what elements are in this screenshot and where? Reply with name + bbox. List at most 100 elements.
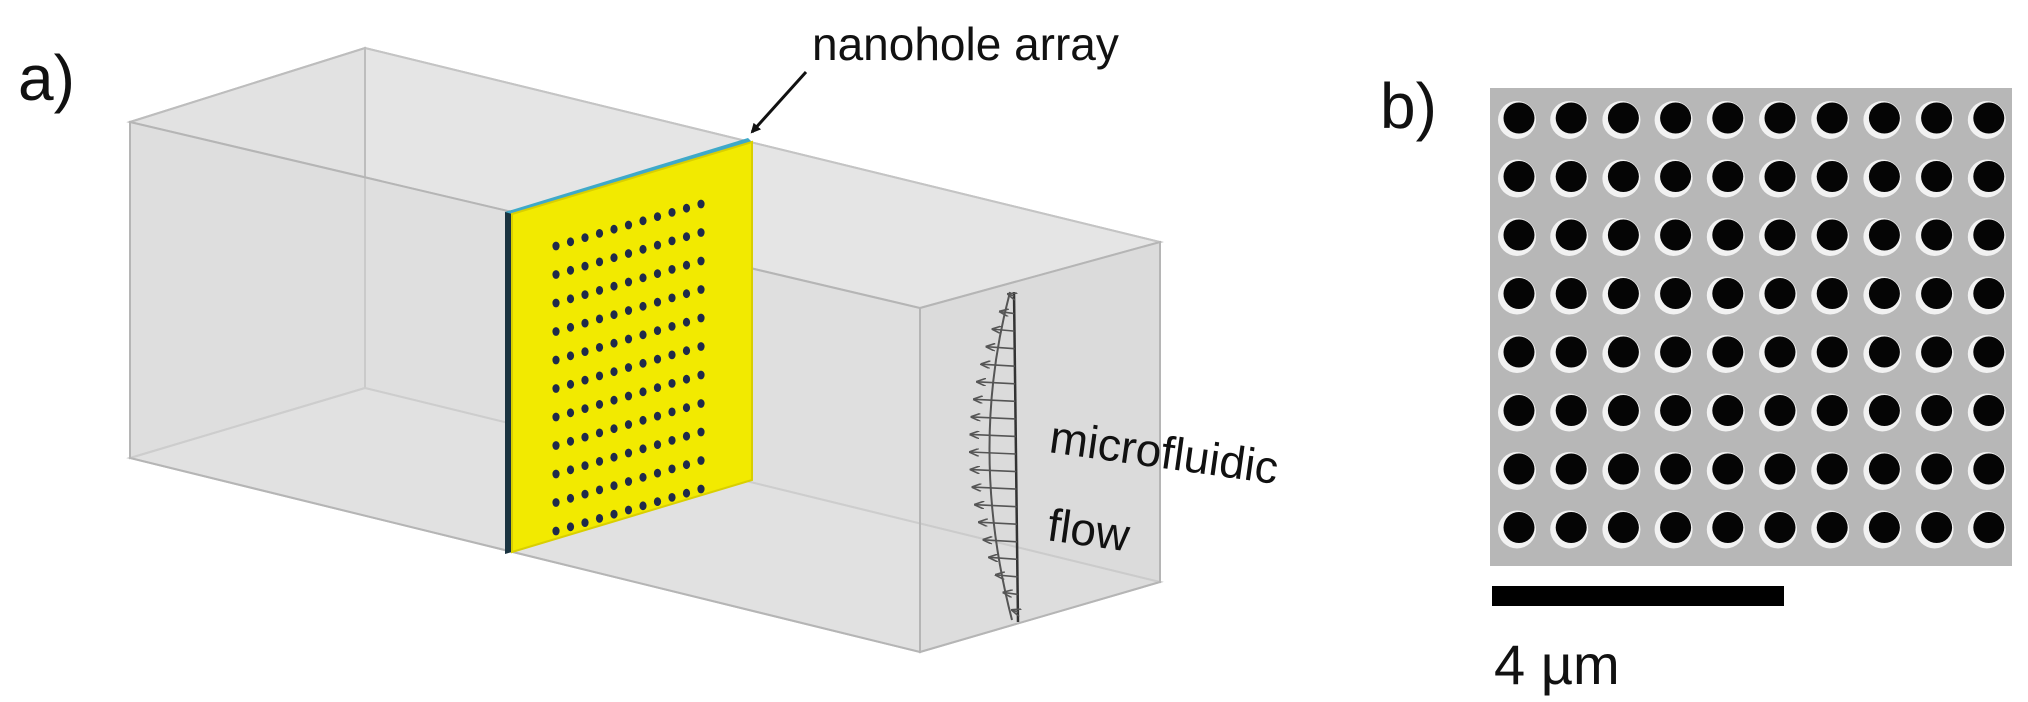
chip-nanohole	[566, 522, 575, 532]
chip-nanohole	[697, 256, 705, 266]
chip-nanohole	[697, 456, 705, 465]
sem-hole	[1555, 336, 1587, 368]
chip-nanohole	[697, 199, 705, 209]
sem-hole	[1712, 453, 1744, 485]
chip-nanohole	[682, 260, 691, 270]
channel-end-face	[919, 240, 1161, 654]
chip-nanohole	[552, 412, 560, 422]
flow-arrow	[970, 434, 1016, 436]
flow-arrow	[989, 557, 1018, 559]
sem-hole	[1660, 336, 1692, 368]
flow-arrow	[981, 364, 1015, 366]
chip-nanohole	[624, 477, 633, 486]
chip-nanohole	[668, 436, 676, 445]
chip-nanohole	[552, 384, 560, 393]
sem-hole-grid	[1498, 101, 2006, 549]
sem-hole	[1660, 102, 1692, 134]
sem-hole	[1816, 395, 1848, 426]
panel-b-label: b)	[1380, 70, 1437, 142]
sem-hole	[1816, 219, 1848, 251]
chip-nanohole	[595, 485, 604, 495]
sem-hole	[1607, 278, 1639, 309]
sem-hole	[1764, 102, 1796, 134]
chip-nanohole	[610, 338, 618, 348]
panel-a-label: a)	[18, 42, 75, 114]
chip-nanohole	[624, 448, 633, 458]
sem-hole	[1764, 219, 1796, 251]
sem-hole	[1503, 512, 1535, 543]
sem-hole	[1607, 395, 1639, 426]
chip-nanohole	[624, 306, 633, 315]
flow-profile-axis	[1012, 291, 1020, 623]
chip-nanohole	[668, 208, 676, 217]
sem-hole	[1868, 453, 1900, 485]
chip-nanohole	[566, 379, 575, 389]
chip-nanohole	[639, 301, 647, 311]
chip-nanohole	[610, 310, 618, 320]
chip-nanohole	[624, 277, 633, 287]
chip-nanohole	[668, 379, 676, 388]
chip-nanohole	[639, 387, 647, 397]
array-callout-label: nanohole array	[812, 18, 1119, 70]
chip-nanohole	[653, 326, 662, 335]
chip-nanohole	[610, 224, 618, 234]
sem-hole	[1868, 219, 1900, 251]
sem-hole	[1660, 395, 1692, 426]
chip-nanohole	[668, 493, 676, 502]
sem-hole	[1764, 395, 1796, 426]
sem-hole	[1868, 278, 1900, 309]
chip-nanohole	[624, 249, 633, 258]
chip-nanohole	[653, 240, 662, 250]
chip-nanohole	[682, 346, 691, 356]
flow-profile	[970, 291, 1020, 623]
sem-hole	[1816, 161, 1848, 192]
chip-nanohole	[682, 317, 691, 327]
sem-hole	[1764, 161, 1796, 192]
sem-hole	[1555, 453, 1587, 485]
flow-arrow	[972, 417, 1016, 419]
chip-nanohole	[581, 290, 589, 299]
sem-hole	[1921, 453, 1953, 485]
sem-hole	[1921, 102, 1953, 134]
chip-nanohole	[595, 229, 604, 238]
sem-hole	[1503, 453, 1535, 485]
chip-nanohole	[668, 350, 676, 360]
sem-hole	[1973, 512, 2005, 543]
chip-nanohole	[639, 273, 647, 283]
chip-nanohole	[610, 253, 618, 263]
chip-edge-blue	[505, 138, 752, 214]
chip-nanohole	[595, 514, 604, 523]
chip-nanohole	[682, 460, 691, 470]
chip-nanohole	[566, 294, 575, 304]
sem-hole	[1607, 512, 1639, 543]
chip-nanohole	[624, 220, 633, 230]
chip-nanohole	[682, 403, 691, 413]
sem-hole	[1555, 161, 1587, 192]
sem-hole	[1764, 278, 1796, 309]
sem-hole	[1555, 395, 1587, 426]
panel-b: b) 4 µm	[1380, 70, 2012, 696]
sem-hole	[1921, 336, 1953, 368]
nanohole-array	[552, 199, 705, 536]
sem-hole	[1660, 453, 1692, 485]
chip-nanohole	[697, 342, 705, 351]
chip-nanohole	[624, 334, 633, 344]
flow-arrow	[979, 522, 1017, 524]
chip-nanohole	[668, 293, 676, 303]
chip-nanohole	[581, 404, 589, 413]
sem-hole	[1764, 453, 1796, 485]
scale-bar	[1492, 586, 1784, 606]
chip-nanohole	[668, 407, 676, 417]
chip-nanohole	[639, 444, 647, 454]
sem-hole	[1607, 219, 1639, 251]
chip-nanohole	[552, 355, 560, 365]
sem-hole	[1973, 161, 2005, 192]
chip-nanohole	[552, 327, 560, 336]
sem-hole	[1712, 219, 1744, 251]
sem-hole	[1607, 102, 1639, 134]
chip-nanohole	[595, 286, 604, 295]
sem-hole	[1660, 512, 1692, 543]
chip-nanohole	[639, 501, 647, 511]
flow-arrow	[974, 399, 1016, 401]
